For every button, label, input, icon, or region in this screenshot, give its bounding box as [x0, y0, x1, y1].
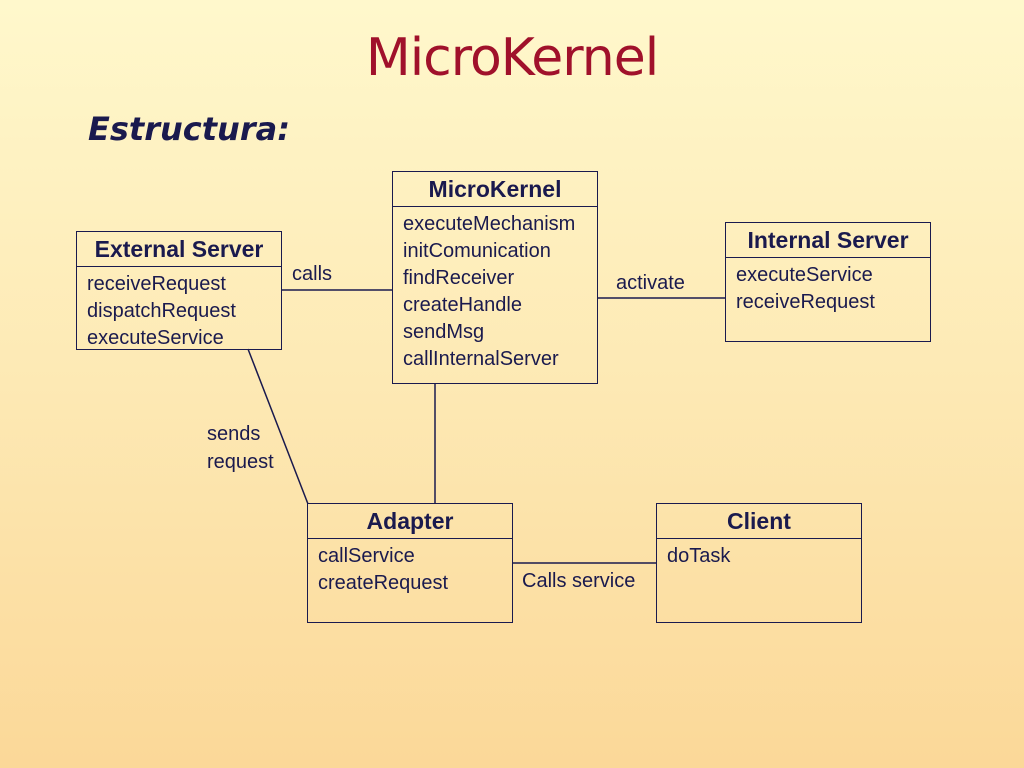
operation: initComunication: [403, 240, 551, 262]
label-calls-service: Calls service: [522, 570, 636, 592]
operation: sendMsg: [403, 321, 485, 343]
operation: createHandle: [403, 294, 522, 316]
class-internal-server: Internal Server executeService receiveRe…: [725, 222, 931, 342]
operation: receiveRequest: [87, 273, 226, 295]
class-operations: callService createRequest: [308, 539, 512, 597]
label-request: request: [207, 451, 274, 473]
label-activate: activate: [616, 272, 685, 294]
operation: dispatchRequest: [87, 300, 236, 322]
operation: receiveRequest: [736, 291, 875, 313]
class-operations: executeService receiveRequest: [726, 258, 930, 316]
line-sends-request: [247, 348, 309, 505]
operation: callInternalServer: [403, 348, 559, 370]
operation: callService: [318, 545, 415, 567]
operation: doTask: [667, 545, 731, 567]
operation: createRequest: [318, 572, 449, 594]
label-calls: calls: [292, 263, 333, 285]
class-adapter: Adapter callService createRequest: [307, 503, 513, 623]
operation: executeMechanism: [403, 213, 576, 235]
class-operations: receiveRequest dispatchRequest executeSe…: [77, 267, 281, 352]
operation: executeService: [736, 264, 873, 286]
class-client: Client doTask: [656, 503, 862, 623]
slide-subtitle: Estructura:: [88, 110, 290, 148]
label-sends: sends: [207, 423, 261, 445]
class-microkernel: MicroKernel executeMechanism initComunic…: [392, 171, 598, 384]
class-name: External Server: [77, 232, 281, 267]
slide-title: MicroKernel: [365, 28, 659, 88]
operation: findReceiver: [403, 267, 515, 289]
class-operations: doTask: [657, 539, 861, 570]
class-operations: executeMechanism initComunication findRe…: [393, 207, 597, 373]
class-external-server: External Server receiveRequest dispatchR…: [76, 231, 282, 350]
operation: executeService: [87, 327, 224, 349]
class-name: Client: [657, 504, 861, 539]
class-name: Internal Server: [726, 223, 930, 258]
class-name: MicroKernel: [393, 172, 597, 207]
class-name: Adapter: [308, 504, 512, 539]
